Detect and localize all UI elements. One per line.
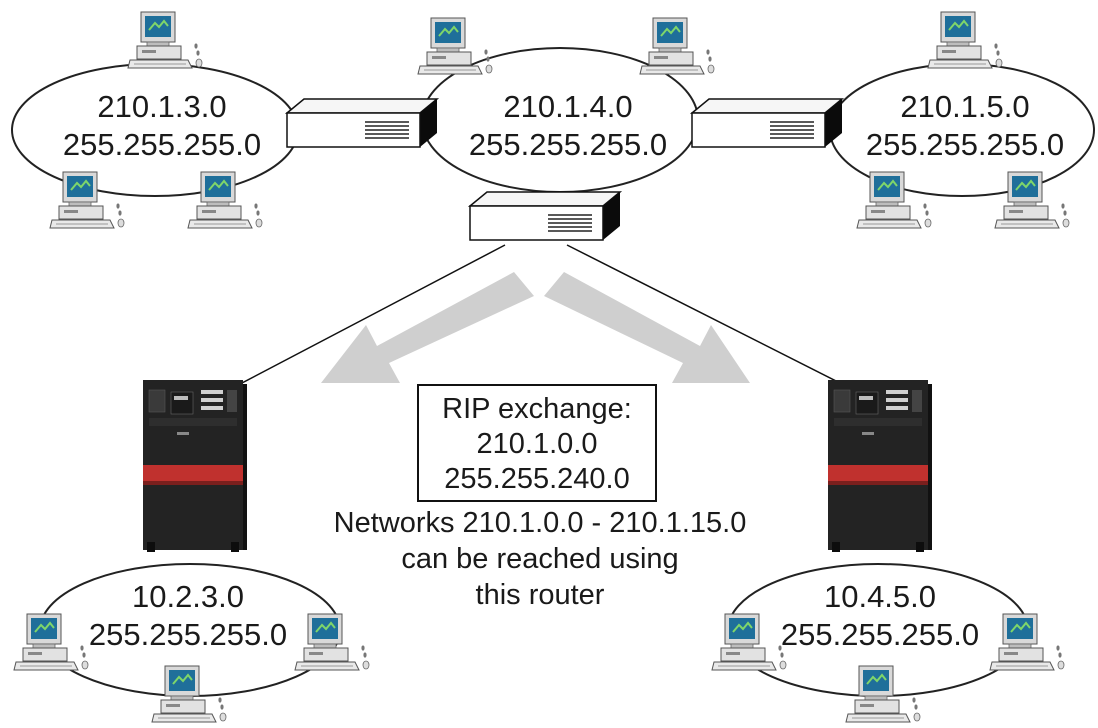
reachability-note-line3: this router [476,579,605,611]
workstation-icon [639,17,715,75]
network-mask-label: 255.255.255.0 [63,127,261,162]
router-icon-center [469,191,621,241]
network-mask-label: 255.255.255.0 [866,127,1064,162]
workstation-icon [856,171,932,229]
network-address-label: 10.2.3.0 [132,579,244,614]
reachability-note-line1: Networks 210.1.0.0 - 210.1.15.0 [334,507,747,539]
rip-box-title: RIP exchange: [442,393,632,425]
workstation-icon [417,17,493,75]
link-router-to-left-server [241,244,506,384]
rip-box-mask: 255.255.240.0 [444,463,629,495]
rip-arrow-left [321,272,534,383]
link-router-to-right-server [566,244,841,384]
network-mask-label: 255.255.255.0 [781,617,979,652]
network-mask-label: 255.255.255.0 [469,127,667,162]
workstation-icon [127,11,203,69]
rip-arrow-right [544,272,750,383]
network-mask-label: 255.255.255.0 [89,617,287,652]
server-icon-left [142,379,248,553]
network-address-label: 10.4.5.0 [824,579,936,614]
reachability-note-line2: can be reached using [401,543,678,575]
rip-exchange-box [417,384,657,502]
workstation-icon [294,613,370,671]
workstation-icon [927,11,1003,69]
workstation-icon [989,613,1065,671]
server-icon-right [827,379,933,553]
workstation-icon [711,613,787,671]
network-address-label: 210.1.5.0 [900,89,1029,124]
router-icon-left [286,98,438,148]
rip-box-address: 210.1.0.0 [477,428,598,460]
router-icon-right [691,98,843,148]
workstation-icon [994,171,1070,229]
workstation-icon [13,613,89,671]
network-address-label: 210.1.4.0 [503,89,632,124]
workstation-icon [187,171,263,229]
network-address-label: 210.1.3.0 [97,89,226,124]
workstation-icon [151,665,227,723]
